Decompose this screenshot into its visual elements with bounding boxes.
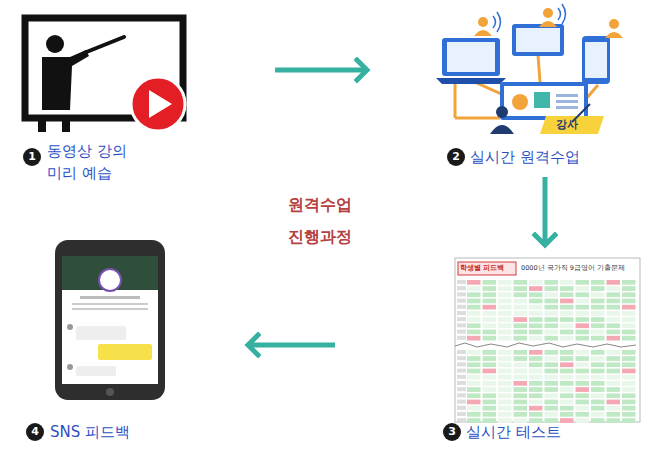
stage-caption: 실시간 테스트 [466,421,636,443]
process-stage: 실시간 원격수업 [370,5,650,177]
stage-caption: 실시간 원격수업 [470,146,640,168]
flow-arrow [543,177,548,245]
video-lecture-icon [25,18,185,132]
remote-class-illustration [436,4,623,134]
instructor-tag: 강사 [556,118,578,132]
stage-caption: SNS 피드백 [50,421,220,443]
callout-number: 1 [23,148,41,166]
feedback-tag: 학생별 피드백 [460,263,504,274]
callout-number: 4 [26,423,44,441]
phone-illustration [55,240,165,400]
flow-arrow [275,68,367,73]
table-heading: 0000년 국가직 9급영어 기출문제 [521,264,625,273]
flow-arrow [248,343,335,348]
test-table-screenshot [455,258,640,423]
diagram-title: 원격수업 진행과정 [280,189,360,253]
process-stage: 실시간 테스트 [335,248,650,450]
callout-number: 2 [447,148,465,166]
process-stage: SNS 피드백 [10,235,245,450]
stage-caption: 동영상 강의 미리 예습 [47,140,139,184]
process-stage: 동영상 강의 미리 예습 [10,5,275,195]
callout-number: 3 [443,423,461,441]
